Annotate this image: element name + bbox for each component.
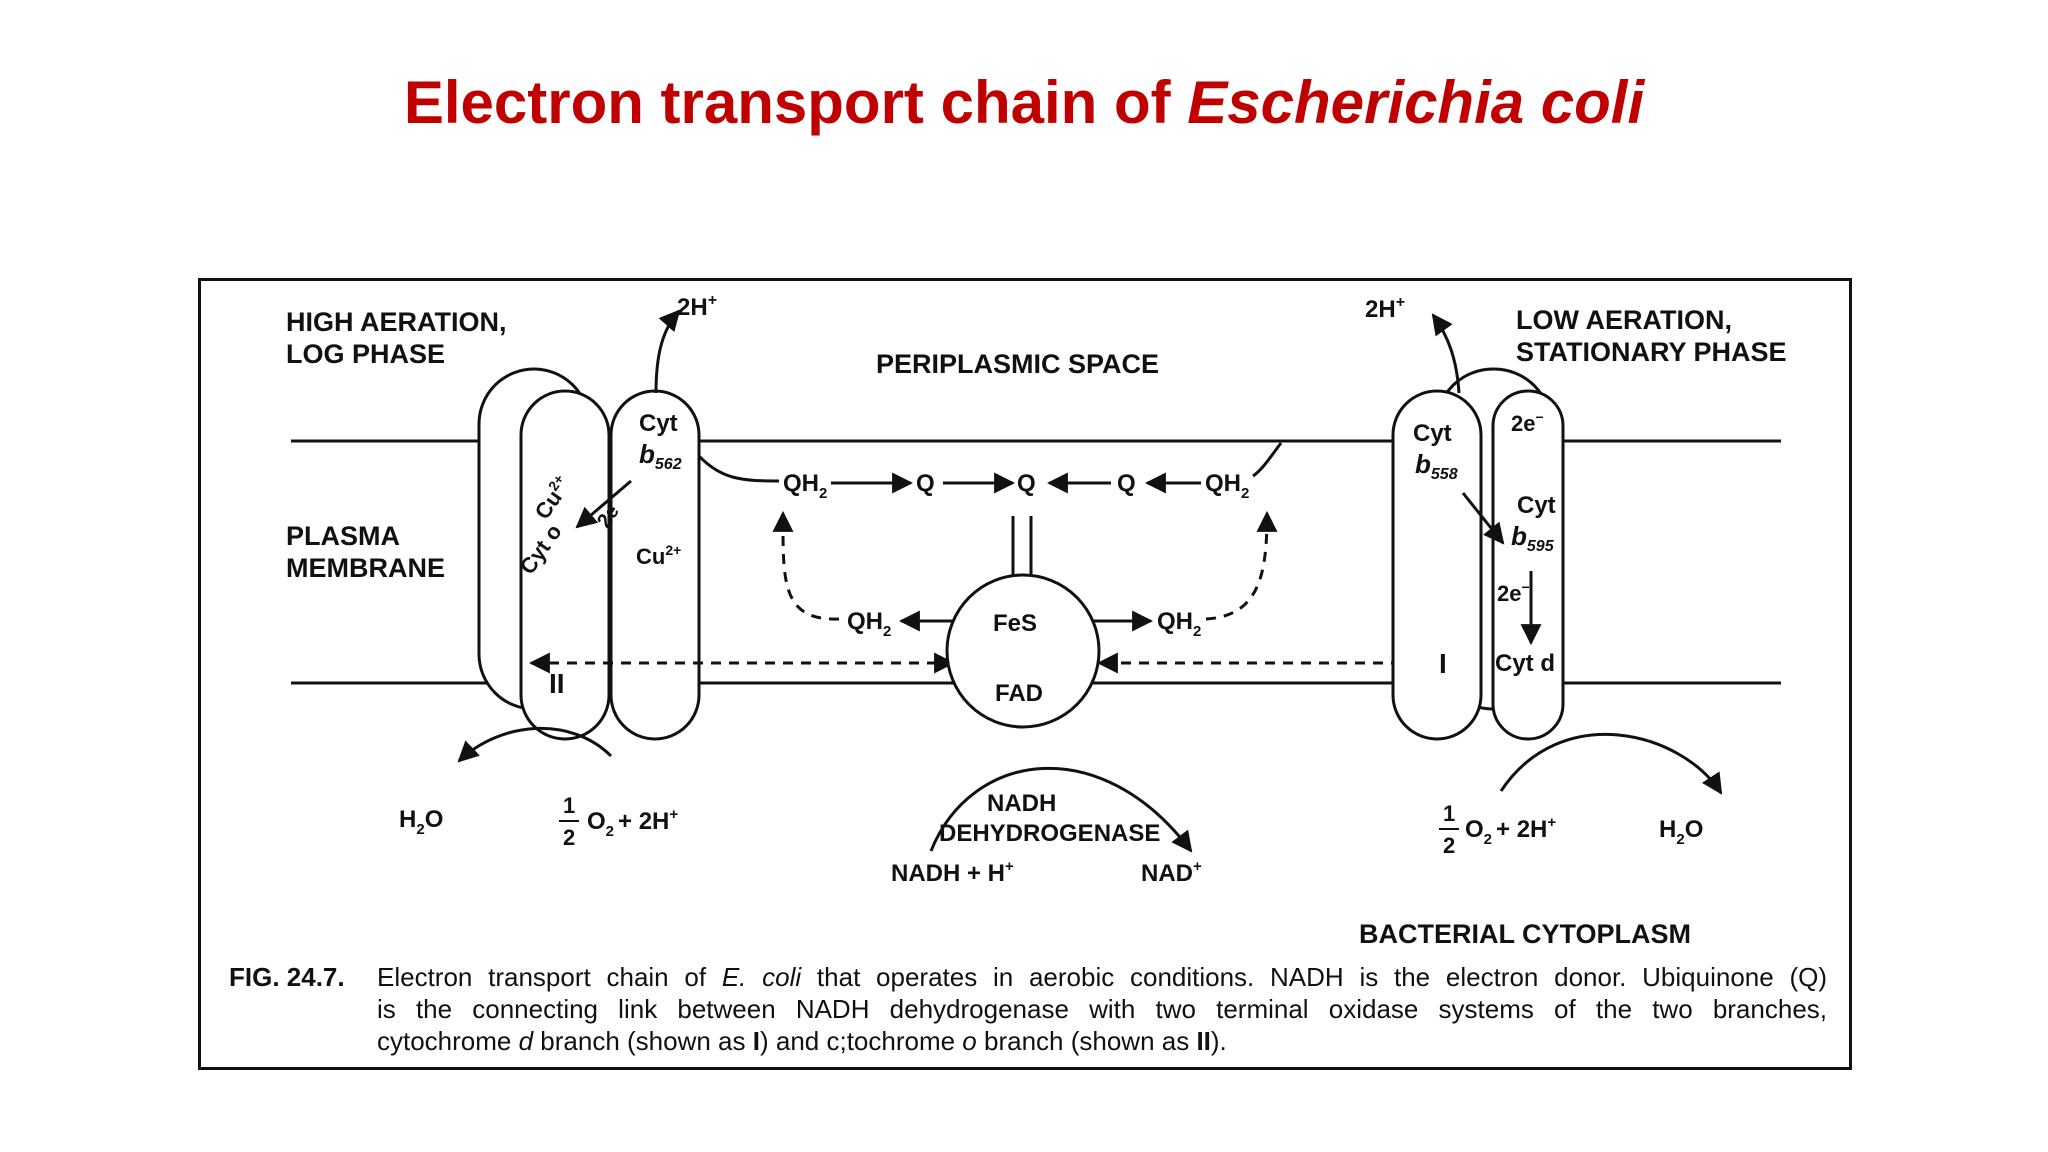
electron-to-b595-arrow: [1461, 492, 1505, 545]
cytochrome-o-complex: Cyt b562 Cu2+ Cyt o 2e Cu2+ II 2H+ H2O 1…: [399, 292, 717, 850]
low-aeration-label: LOW AERATION,: [1516, 305, 1732, 335]
qh2-lower-left-label: QH2: [847, 608, 891, 640]
right-half-den: 2: [1443, 833, 1455, 858]
title-plain: Electron transport chain of: [403, 69, 1188, 136]
caption-line-2: is the connecting link between NADH dehy…: [377, 994, 1827, 1024]
cyt-d-label: Cyt d: [1495, 650, 1555, 677]
right-2h-label: 2H+: [1365, 294, 1405, 323]
qh2-from-right-connector: [1252, 442, 1283, 478]
log-phase-label: LOG PHASE: [286, 339, 445, 369]
qh2-lower-right-label: QH2: [1157, 608, 1201, 640]
electron-to-cyt-o-arrow: [575, 479, 632, 529]
cytochrome-d-complex: Cyt b558 2e− Cyt b595 2e− Cyt d I 2H+ 1 …: [1365, 294, 1723, 858]
caption-body: Electron transport chain of E. coli that…: [377, 961, 1827, 1057]
right-o2-label: O2+ 2H+: [1465, 814, 1556, 848]
cu2-bottom-label: Cu2+: [636, 542, 681, 569]
branch-II-label: II: [549, 668, 565, 699]
slide-title: Electron transport chain of Escherichia …: [0, 68, 2048, 137]
qh2-from-left-connector: [697, 454, 780, 483]
fes-label: FeS: [993, 610, 1037, 637]
qh2-left-label: QH2: [783, 470, 827, 502]
q1-label: Q: [916, 470, 935, 497]
right-proton-arrow: [1431, 313, 1461, 394]
q3-label: Q: [1117, 470, 1136, 497]
b595-b: b595: [1511, 521, 1555, 555]
right-water-label: H2O: [1659, 816, 1703, 848]
high-aeration-label: HIGH AERATION,: [286, 307, 507, 337]
q2-label: Q: [1017, 470, 1036, 497]
right-front-subunit-1: [1391, 389, 1483, 741]
nadh-arc-arrow: [929, 767, 1193, 853]
left-o2-label: O2+ 2H+: [587, 806, 678, 840]
b562-b: b562: [639, 439, 682, 473]
stationary-phase-label: STATIONARY PHASE: [1516, 337, 1787, 367]
qh2-right-label: QH2: [1205, 470, 1249, 502]
left-half-num: 1: [563, 793, 575, 818]
right-half-num: 1: [1443, 801, 1455, 826]
title-italic: Escherichia coli: [1187, 69, 1645, 136]
right-front-subunit-2: [1491, 389, 1565, 741]
cyt-b595-label: Cyt: [1517, 492, 1556, 519]
two-e-top-label: 2e−: [1511, 409, 1544, 436]
dashed-right-loop-arrow: [1205, 510, 1278, 621]
fad-label: FAD: [995, 680, 1043, 707]
left-2h-label: 2H+: [677, 292, 717, 321]
caption-line-3: cytochrome d branch (shown as I) and c;t…: [377, 1026, 1227, 1056]
cyt-b562-label: Cyt: [639, 410, 678, 437]
quinone-pool: QH2 Q Q Q QH2 QH2 QH2: [528, 442, 1401, 674]
cyt-b558-label: Cyt: [1413, 420, 1452, 447]
caption-line-1: Electron transport chain of E. coli that…: [377, 962, 1827, 992]
figure-number: FIG. 24.7.: [229, 962, 345, 992]
left-half-den: 2: [563, 825, 575, 850]
branch-I-label: I: [1439, 648, 1447, 679]
periplasmic-space-label: PERIPLASMIC SPACE: [876, 349, 1159, 379]
etc-diagram: HIGH AERATION, LOG PHASE LOW AERATION, S…: [286, 292, 1787, 949]
nadh-dh-name-2: DEHYDROGENASE: [939, 820, 1160, 847]
left-front-subunit-1: [519, 389, 611, 741]
left-water-arrow: [457, 727, 613, 763]
etc-figure: HIGH AERATION, LOG PHASE LOW AERATION, S…: [198, 278, 1852, 1070]
left-water-label: H2O: [399, 806, 443, 838]
left-proton-arrow: [654, 309, 681, 394]
nadh-substrate-label: NADH + H+: [891, 858, 1014, 887]
dashed-left-loop-arrow: [772, 510, 840, 621]
b558-b: b558: [1415, 449, 1458, 483]
dh-circle: [945, 573, 1101, 729]
right-water-arrow: [1499, 732, 1723, 795]
membrane-label: MEMBRANE: [286, 553, 445, 583]
plasma-label: PLASMA: [286, 521, 400, 551]
nadh-dh-name-1: NADH: [987, 790, 1056, 817]
nad-product-label: NAD+: [1141, 858, 1202, 887]
two-e-bottom-label: 2e−: [1497, 579, 1530, 606]
bacterial-cytoplasm-label: BACTERIAL CYTOPLASM: [1359, 919, 1691, 949]
nadh-dehydrogenase: FeS FAD NADH DEHYDROGENASE NADH + H+ NAD…: [891, 516, 1202, 887]
